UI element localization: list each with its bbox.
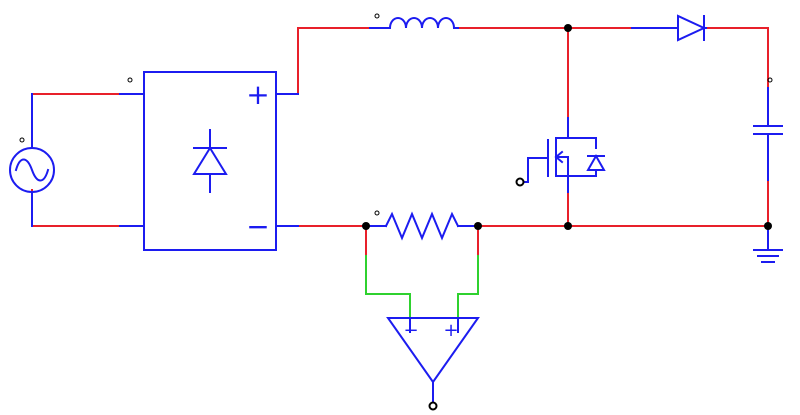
junction-node	[564, 222, 572, 230]
resistor-icon	[384, 211, 460, 241]
polarity-dot	[127, 77, 133, 83]
output-capacitor[interactable]	[753, 87, 783, 181]
shunt-resistor[interactable]	[365, 211, 479, 241]
op-amp-icon	[386, 317, 480, 384]
mosfet-icon	[554, 150, 564, 164]
inductor-coil-icon	[388, 17, 456, 30]
junction-nodes	[362, 24, 772, 230]
sense-wire-inverting	[365, 255, 411, 319]
sense-wire-noninverting	[457, 255, 479, 319]
wire-bridge-pos	[297, 27, 371, 95]
polarity-dot	[767, 77, 773, 83]
wire-ac-top	[31, 93, 121, 149]
bridge-rectifier[interactable]	[119, 71, 299, 251]
diode-icon	[677, 14, 707, 42]
diode-icon	[192, 129, 228, 193]
junction-node	[474, 222, 482, 230]
wire-diode-cap	[705, 27, 769, 89]
sense-amplifier[interactable]	[386, 317, 480, 411]
amp-noninv-label: +	[443, 320, 458, 341]
gate-terminal[interactable]	[515, 177, 525, 187]
inductor[interactable]	[369, 17, 459, 30]
amp-inv-label: −	[403, 320, 418, 341]
wire-ac-bottom	[31, 189, 121, 227]
sense-wires	[365, 255, 479, 319]
bridge-neg-label: −	[246, 210, 269, 243]
junction-node	[764, 222, 772, 230]
polarity-dots	[19, 13, 773, 216]
wires	[31, 27, 769, 257]
junction-node	[362, 222, 370, 230]
polarity-dot	[19, 137, 25, 143]
junction-node	[564, 24, 572, 32]
polarity-dot	[374, 13, 380, 19]
boost-diode[interactable]	[631, 14, 707, 42]
ground	[753, 225, 783, 263]
sine-wave-icon	[14, 158, 50, 182]
bridge-pos-label: +	[246, 78, 269, 111]
mosfet-switch[interactable]	[515, 117, 606, 193]
components	[9, 14, 783, 411]
polarity-dot	[374, 210, 380, 216]
amp-output-terminal[interactable]	[428, 401, 438, 411]
ac-source[interactable]	[9, 93, 55, 227]
